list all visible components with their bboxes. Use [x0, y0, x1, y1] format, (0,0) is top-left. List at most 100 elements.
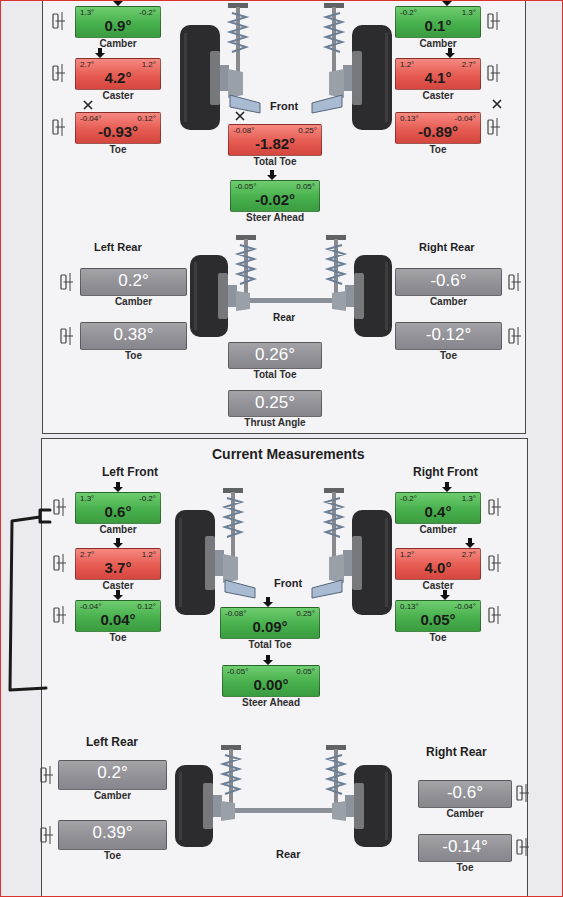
range-limit: -0.04°: [455, 602, 476, 611]
pointer-arrow: [267, 170, 277, 180]
range-limit: -0.2°: [139, 8, 156, 17]
out-of-range-mark: [493, 100, 501, 108]
range-limit: -0.08°: [233, 126, 254, 135]
reading-value: 0.00°: [227, 676, 315, 694]
gauge-box: -0.04°0.12°0.04°: [75, 600, 161, 632]
range-row: 2.7°1.2°: [80, 550, 156, 559]
range-limit: -0.08°: [225, 609, 246, 618]
range-limit: -0.2°: [400, 8, 417, 17]
gauge-box: 1.2°2.7°4.0°: [395, 548, 481, 580]
pointer-arrow: [113, 482, 123, 492]
range-limit: 1.3°: [80, 494, 94, 503]
reading-label: Camber: [395, 296, 502, 308]
pointer-arrow: [113, 538, 123, 548]
range-limit: 1.2°: [400, 550, 414, 559]
camber-icon: [61, 273, 73, 291]
gauge-box: 0.13°-0.04°-0.89°: [395, 112, 481, 144]
reading-value: 3.7°: [80, 559, 156, 577]
reading-value: 0.09°: [225, 618, 315, 636]
reading-label: Caster: [75, 90, 161, 102]
handwritten-bracket: [10, 510, 50, 690]
gauge-box: 1.3°-0.2°0.9°: [75, 6, 161, 38]
range-limit: 0.05°: [296, 182, 315, 191]
rear-axle-bar: [236, 298, 348, 303]
reading-label: Steer Ahead: [230, 212, 320, 224]
range-limit: 1.2°: [400, 60, 414, 69]
rear-wheel-assembly: [175, 745, 241, 847]
reading-value: -0.12°: [400, 324, 497, 346]
reading-label: Camber: [80, 296, 187, 308]
range-limit: 0.25°: [296, 609, 315, 618]
range-limit: 0.13°: [400, 114, 419, 123]
caster-icon: [53, 64, 65, 82]
gauge-box: -0.6°: [395, 268, 502, 296]
reading-value: -0.14°: [423, 836, 507, 858]
gauge-readout: -0.05° 0.05°-0.02° Steer Ahead: [230, 180, 320, 224]
range-limit: 1.3°: [80, 8, 94, 17]
gauge-readout: 0.2° Camber: [80, 268, 187, 308]
pointer-arrow: [95, 48, 105, 58]
gauge-readout: 0.39°Toe: [58, 820, 167, 862]
range-row: 1.2°2.7°: [400, 550, 476, 559]
range-limit: -0.04°: [455, 114, 476, 123]
out-of-range-mark: [84, 101, 92, 109]
range-limit: 1.3°: [462, 8, 476, 17]
gauge-box: 0.39°: [58, 820, 167, 850]
range-limit: 2.7°: [462, 60, 476, 69]
gauge-box: -0.14°: [418, 834, 512, 862]
toe-icon: [489, 606, 501, 624]
reading-label: Toe: [395, 350, 502, 362]
range-row: 1.3° -0.2°: [80, 8, 156, 17]
gauge-readout: 0.25°Thrust Angle: [228, 390, 322, 429]
camber-icon: [53, 12, 65, 30]
reading-label: Caster: [395, 580, 481, 592]
gauge-box: -0.6°: [418, 780, 512, 808]
gauge-box: -0.05° 0.05°-0.02°: [230, 180, 320, 212]
camber-icon: [489, 498, 501, 516]
gauge-box: 0.38°: [80, 322, 187, 350]
range-row: -0.05°0.05°: [227, 667, 315, 676]
gauge-readout: 0.26°Total Toe: [228, 342, 322, 381]
reading-value: 0.04°: [80, 611, 156, 629]
gauge-box: 0.25°: [228, 390, 322, 417]
toe-icon: [54, 606, 66, 624]
pointer-arrow: [113, 590, 123, 600]
camber-icon: [54, 498, 66, 516]
toe-icon: [53, 118, 65, 136]
range-row: -0.2°1.3°: [400, 494, 476, 503]
gauge-readout: -0.08°0.25°0.09°Total Toe: [220, 607, 320, 651]
gauge-readout: -0.05°0.05°0.00°Steer Ahead: [222, 665, 320, 709]
reading-label: Toe: [418, 862, 512, 874]
range-limit: 0.12°: [137, 602, 156, 611]
range-limit: -0.05°: [235, 182, 256, 191]
reading-label: Camber: [418, 808, 512, 820]
reading-label: Caster: [395, 90, 481, 102]
reading-value: -0.02°: [235, 191, 315, 209]
front-wheel-assembly: [312, 3, 392, 130]
gauge-readout: -0.12° Toe: [395, 322, 502, 362]
reading-value: 0.2°: [85, 270, 182, 292]
range-limit: 0.12°: [137, 114, 156, 123]
gauge-readout: -0.08°0.25°-1.82°Total Toe: [228, 124, 322, 168]
rear-wheel-assembly: [190, 235, 256, 337]
reading-label: Toe: [75, 632, 161, 644]
reading-value: 0.38°: [85, 324, 182, 346]
gauge-box: -0.2°1.3°0.1°: [395, 6, 481, 38]
toe-icon: [41, 826, 53, 844]
reading-label: Camber: [58, 790, 167, 802]
range-limit: 0.13°: [400, 602, 419, 611]
rear-axle-bar: [231, 808, 349, 813]
front-wheel-assembly: [312, 488, 392, 615]
reading-value: 4.0°: [400, 559, 476, 577]
reading-label: Total Toe: [228, 156, 322, 168]
range-row: 0.13° -0.04°: [400, 602, 476, 611]
reading-value: -0.93°: [80, 123, 156, 141]
gauge-readout: -0.6°Camber: [395, 268, 502, 308]
reading-label: Toe: [395, 632, 481, 644]
toe-icon: [61, 327, 73, 345]
gauge-readout: 0.38°Toe: [80, 322, 187, 362]
reading-label: Toe: [395, 144, 481, 156]
range-row: -0.05° 0.05°: [235, 182, 315, 191]
reading-value: 0.26°: [233, 344, 317, 366]
